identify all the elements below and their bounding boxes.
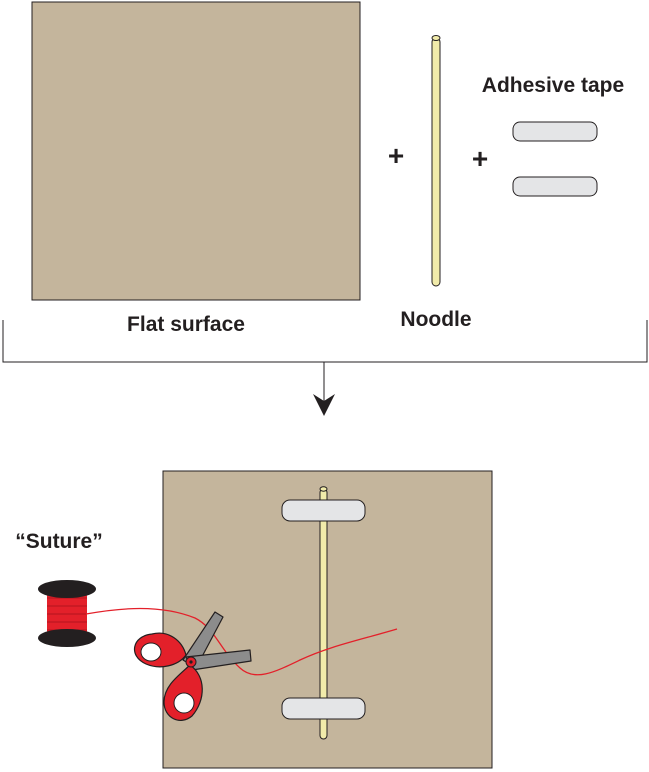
suture-spool (38, 580, 96, 647)
assembled-noodle (319, 486, 328, 740)
scissors (134, 611, 252, 721)
plus-sign-2: + (472, 143, 488, 174)
grouping-bracket (2, 320, 648, 363)
flat-surface (31, 1, 361, 301)
flat-surface-label: Flat surface (127, 313, 245, 336)
plus-sign: + (388, 140, 404, 171)
adhesive-tape-label: Adhesive tape (482, 74, 624, 97)
assembled-tape-bottom (281, 697, 366, 720)
assembled-tape-top (281, 499, 366, 522)
noodle (431, 35, 441, 287)
adhesive-tape-strip (512, 176, 598, 197)
noodle-label: Noodle (400, 308, 471, 331)
suture-thread (85, 607, 398, 676)
arrow-head (313, 394, 335, 416)
adhesive-tape-strip (512, 121, 598, 142)
suture-label: “Suture” (15, 530, 103, 553)
